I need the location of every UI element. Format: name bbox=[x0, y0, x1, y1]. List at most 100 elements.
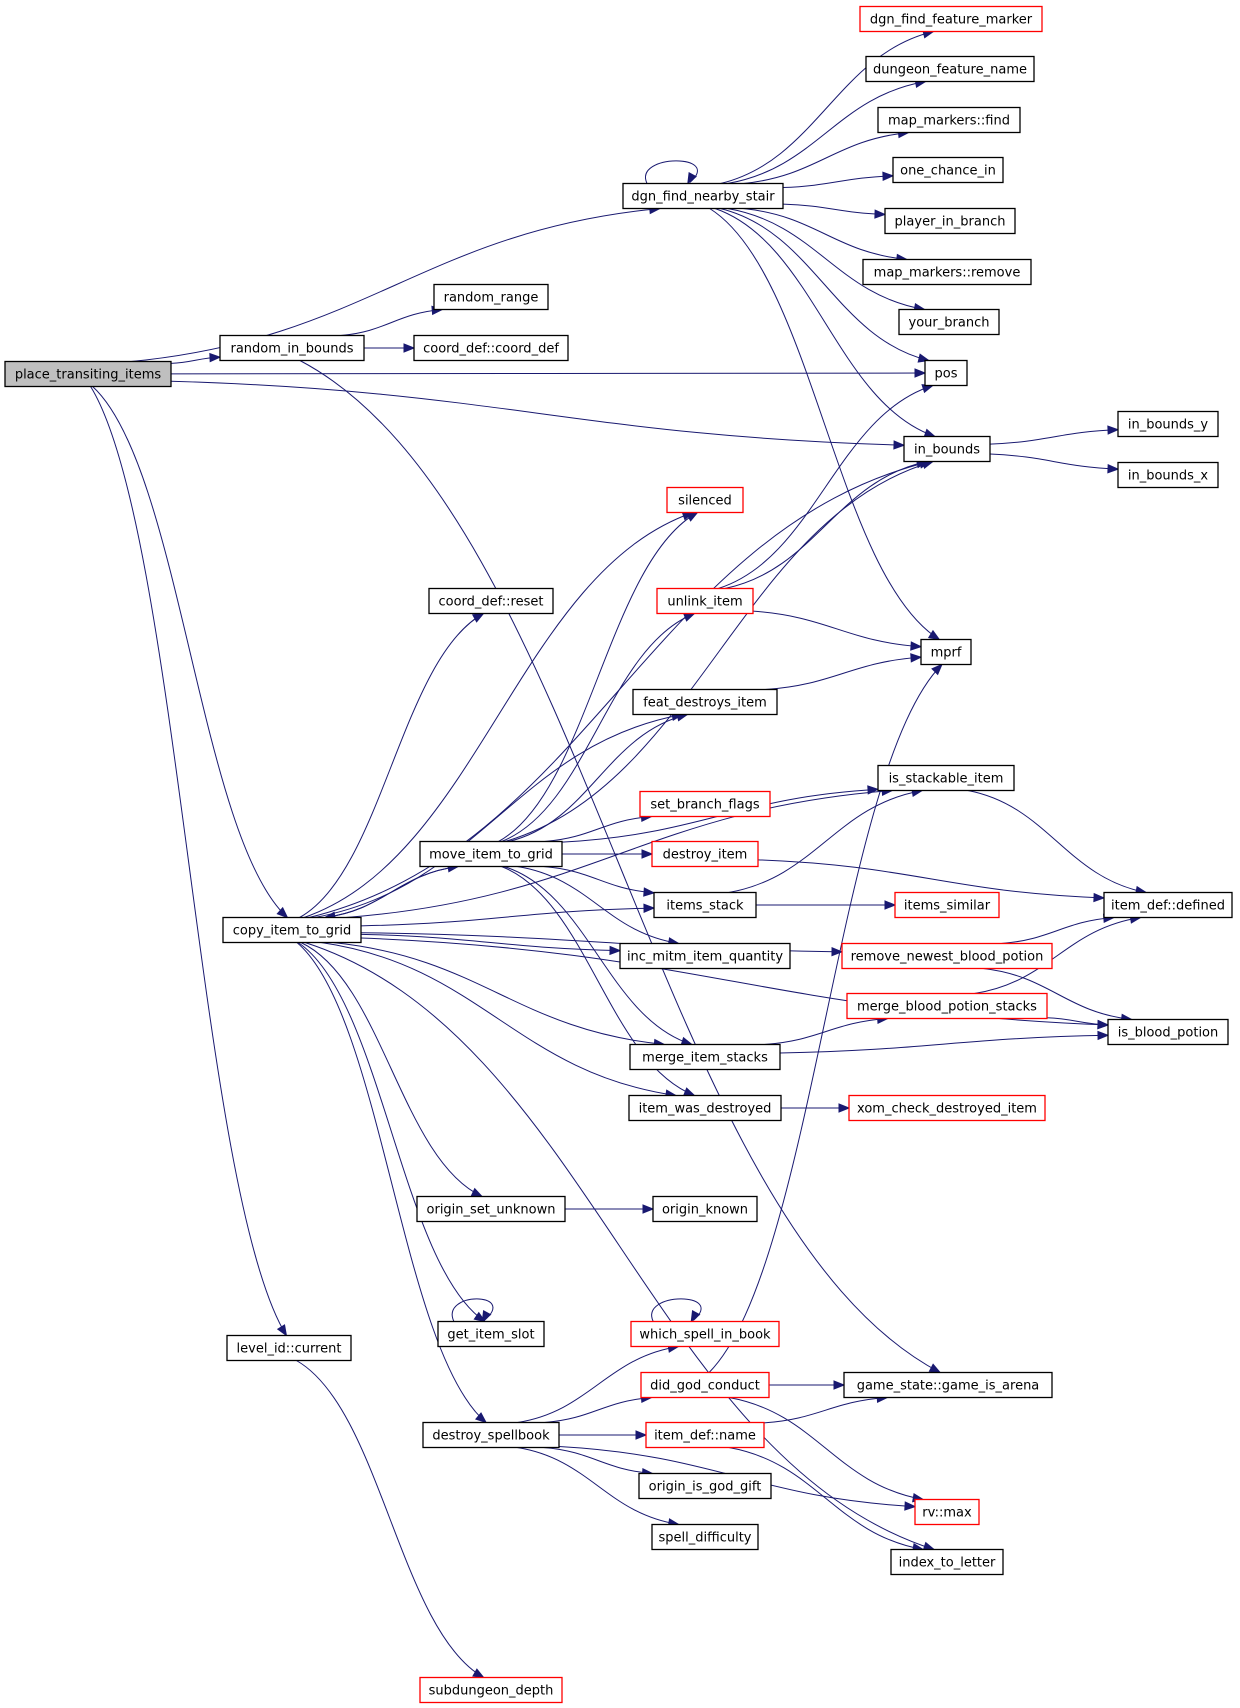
function-node-game-state-game-is-arena[interactable]: game_state::game_is_arena bbox=[843, 1371, 1053, 1399]
node-box[interactable] bbox=[1117, 461, 1219, 489]
function-node-item-was-destroyed[interactable]: item_was_destroyed bbox=[628, 1094, 782, 1122]
function-node-move-item-to-grid[interactable]: move_item_to_grid bbox=[419, 840, 563, 868]
function-node-coord-def-reset[interactable]: coord_def::reset bbox=[428, 587, 554, 615]
node-box[interactable] bbox=[645, 1421, 765, 1449]
node-box[interactable] bbox=[924, 359, 968, 387]
node-box[interactable] bbox=[652, 1195, 758, 1223]
node-box[interactable] bbox=[222, 916, 362, 944]
function-node-set-branch-flags[interactable]: set_branch_flags bbox=[639, 790, 771, 818]
node-box[interactable] bbox=[219, 334, 365, 362]
node-box[interactable] bbox=[890, 1548, 1004, 1576]
function-node-did-god-conduct[interactable]: did_god_conduct bbox=[640, 1371, 770, 1399]
function-node-xom-check-destroyed-item[interactable]: xom_check_destroyed_item bbox=[848, 1094, 1046, 1122]
node-box[interactable] bbox=[1103, 891, 1233, 919]
node-box[interactable] bbox=[894, 891, 1000, 919]
function-node-which-spell-in-book[interactable]: which_spell_in_book bbox=[630, 1320, 780, 1348]
function-node-feat-destroys-item[interactable]: feat_destroys_item bbox=[632, 688, 778, 716]
node-box[interactable] bbox=[651, 840, 759, 868]
function-node-copy-item-to-grid[interactable]: copy_item_to_grid bbox=[222, 916, 362, 944]
node-box[interactable] bbox=[898, 308, 1000, 336]
node-box[interactable] bbox=[920, 638, 972, 666]
function-node-mprf[interactable]: mprf bbox=[920, 638, 972, 666]
node-box[interactable] bbox=[666, 486, 744, 514]
node-box[interactable] bbox=[903, 435, 991, 463]
node-box[interactable] bbox=[419, 1676, 563, 1704]
function-node-map-markers-remove[interactable]: map_markers::remove bbox=[862, 258, 1032, 286]
node-box[interactable] bbox=[877, 764, 1015, 792]
function-node-coord-def-coord-def[interactable]: coord_def::coord_def bbox=[413, 334, 569, 362]
node-box[interactable] bbox=[914, 1498, 980, 1526]
node-box[interactable] bbox=[640, 1371, 770, 1399]
node-box[interactable] bbox=[419, 840, 563, 868]
node-box[interactable] bbox=[653, 891, 757, 919]
node-box[interactable] bbox=[865, 55, 1035, 83]
function-node-destroy-spellbook[interactable]: destroy_spellbook bbox=[422, 1421, 560, 1449]
function-node-place-transiting-items[interactable]: place_transiting_items bbox=[4, 360, 172, 388]
node-box[interactable] bbox=[841, 942, 1053, 970]
function-node-items-stack[interactable]: items_stack bbox=[653, 891, 757, 919]
node-box[interactable] bbox=[638, 1472, 772, 1500]
node-box[interactable] bbox=[1107, 1018, 1229, 1046]
node-box[interactable] bbox=[892, 156, 1004, 184]
function-node-spell-difficulty[interactable]: spell_difficulty bbox=[651, 1523, 759, 1551]
function-node-random-range[interactable]: random_range bbox=[433, 283, 549, 311]
function-node-level-id-current[interactable]: level_id::current bbox=[226, 1334, 352, 1362]
function-node-dungeon-feature-name[interactable]: dungeon_feature_name bbox=[865, 55, 1035, 83]
function-node-unlink-item[interactable]: unlink_item bbox=[656, 587, 754, 615]
node-box[interactable] bbox=[632, 688, 778, 716]
function-node-subdungeon-depth[interactable]: subdungeon_depth bbox=[419, 1676, 563, 1704]
node-box[interactable] bbox=[656, 587, 754, 615]
function-node-map-markers-find[interactable]: map_markers::find bbox=[877, 106, 1021, 134]
function-node-remove-newest-blood-potion[interactable]: remove_newest_blood_potion bbox=[841, 942, 1053, 970]
node-box[interactable] bbox=[413, 334, 569, 362]
node-box[interactable] bbox=[437, 1320, 545, 1348]
function-node-index-to-letter[interactable]: index_to_letter bbox=[890, 1548, 1004, 1576]
function-node-items-similar[interactable]: items_similar bbox=[894, 891, 1000, 919]
node-box[interactable] bbox=[862, 258, 1032, 286]
function-node-one-chance-in[interactable]: one_chance_in bbox=[892, 156, 1004, 184]
function-node-inc-mitm-item-quantity[interactable]: inc_mitm_item_quantity bbox=[619, 942, 791, 970]
node-box[interactable] bbox=[619, 942, 791, 970]
node-box[interactable] bbox=[884, 207, 1016, 235]
node-box[interactable] bbox=[4, 360, 172, 388]
function-node-merge-item-stacks[interactable]: merge_item_stacks bbox=[629, 1043, 781, 1071]
function-node-get-item-slot[interactable]: get_item_slot bbox=[437, 1320, 545, 1348]
node-box[interactable] bbox=[639, 790, 771, 818]
node-box[interactable] bbox=[416, 1195, 566, 1223]
function-node-pos[interactable]: pos bbox=[924, 359, 968, 387]
function-node-in-bounds-y[interactable]: in_bounds_y bbox=[1117, 410, 1219, 438]
node-box[interactable] bbox=[846, 992, 1048, 1020]
function-node-random-in-bounds[interactable]: random_in_bounds bbox=[219, 334, 365, 362]
function-node-in-bounds[interactable]: in_bounds bbox=[903, 435, 991, 463]
node-box[interactable] bbox=[877, 106, 1021, 134]
node-box[interactable] bbox=[622, 182, 784, 210]
function-node-origin-known[interactable]: origin_known bbox=[652, 1195, 758, 1223]
node-box[interactable] bbox=[226, 1334, 352, 1362]
node-box[interactable] bbox=[629, 1043, 781, 1071]
function-node-silenced[interactable]: silenced bbox=[666, 486, 744, 514]
function-node-origin-is-god-gift[interactable]: origin_is_god_gift bbox=[638, 1472, 772, 1500]
node-box[interactable] bbox=[848, 1094, 1046, 1122]
function-node-origin-set-unknown[interactable]: origin_set_unknown bbox=[416, 1195, 566, 1223]
node-box[interactable] bbox=[630, 1320, 780, 1348]
node-box[interactable] bbox=[422, 1421, 560, 1449]
function-node-dgn-find-nearby-stair[interactable]: dgn_find_nearby_stair bbox=[622, 182, 784, 210]
function-node-item-def-defined[interactable]: item_def::defined bbox=[1103, 891, 1233, 919]
function-node-item-def-name[interactable]: item_def::name bbox=[645, 1421, 765, 1449]
function-node-is-stackable-item[interactable]: is_stackable_item bbox=[877, 764, 1015, 792]
node-box[interactable] bbox=[843, 1371, 1053, 1399]
function-node-is-blood-potion[interactable]: is_blood_potion bbox=[1107, 1018, 1229, 1046]
function-node-destroy-item[interactable]: destroy_item bbox=[651, 840, 759, 868]
node-box[interactable] bbox=[1117, 410, 1219, 438]
node-box[interactable] bbox=[433, 283, 549, 311]
function-node-in-bounds-x[interactable]: in_bounds_x bbox=[1117, 461, 1219, 489]
node-box[interactable] bbox=[428, 587, 554, 615]
node-box[interactable] bbox=[628, 1094, 782, 1122]
function-node-rv-max[interactable]: rv::max bbox=[914, 1498, 980, 1526]
node-box[interactable] bbox=[859, 5, 1043, 33]
node-box[interactable] bbox=[651, 1523, 759, 1551]
function-node-player-in-branch[interactable]: player_in_branch bbox=[884, 207, 1016, 235]
function-node-your-branch[interactable]: your_branch bbox=[898, 308, 1000, 336]
function-node-merge-blood-potion-stacks[interactable]: merge_blood_potion_stacks bbox=[846, 992, 1048, 1020]
function-node-dgn-find-feature-marker[interactable]: dgn_find_feature_marker bbox=[859, 5, 1043, 33]
